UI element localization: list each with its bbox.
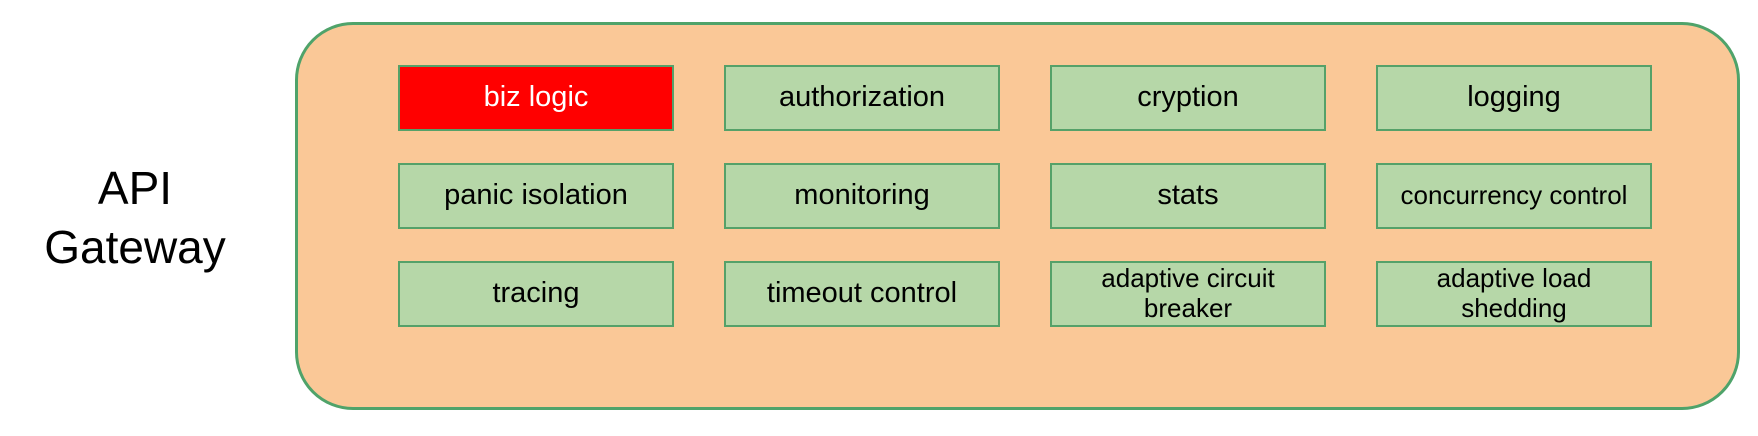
module-box-adaptive-load-shedding: adaptive load shedding: [1376, 261, 1652, 327]
module-box-concurrency-control: concurrency control: [1376, 163, 1652, 229]
module-box-panic-isolation: panic isolation: [398, 163, 674, 229]
module-box-biz-logic: biz logic: [398, 65, 674, 131]
module-box-authorization: authorization: [724, 65, 1000, 131]
module-box-timeout-control: timeout control: [724, 261, 1000, 327]
module-box-logging: logging: [1376, 65, 1652, 131]
module-box-tracing: tracing: [398, 261, 674, 327]
gateway-container: biz logic authorization cryption logging…: [295, 22, 1740, 410]
module-grid: biz logic authorization cryption logging…: [398, 65, 1652, 327]
api-gateway-title: API Gateway: [44, 162, 226, 273]
module-box-cryption: cryption: [1050, 65, 1326, 131]
module-box-stats: stats: [1050, 163, 1326, 229]
module-box-adaptive-circuit-breaker: adaptive circuit breaker: [1050, 261, 1326, 327]
module-box-monitoring: monitoring: [724, 163, 1000, 229]
